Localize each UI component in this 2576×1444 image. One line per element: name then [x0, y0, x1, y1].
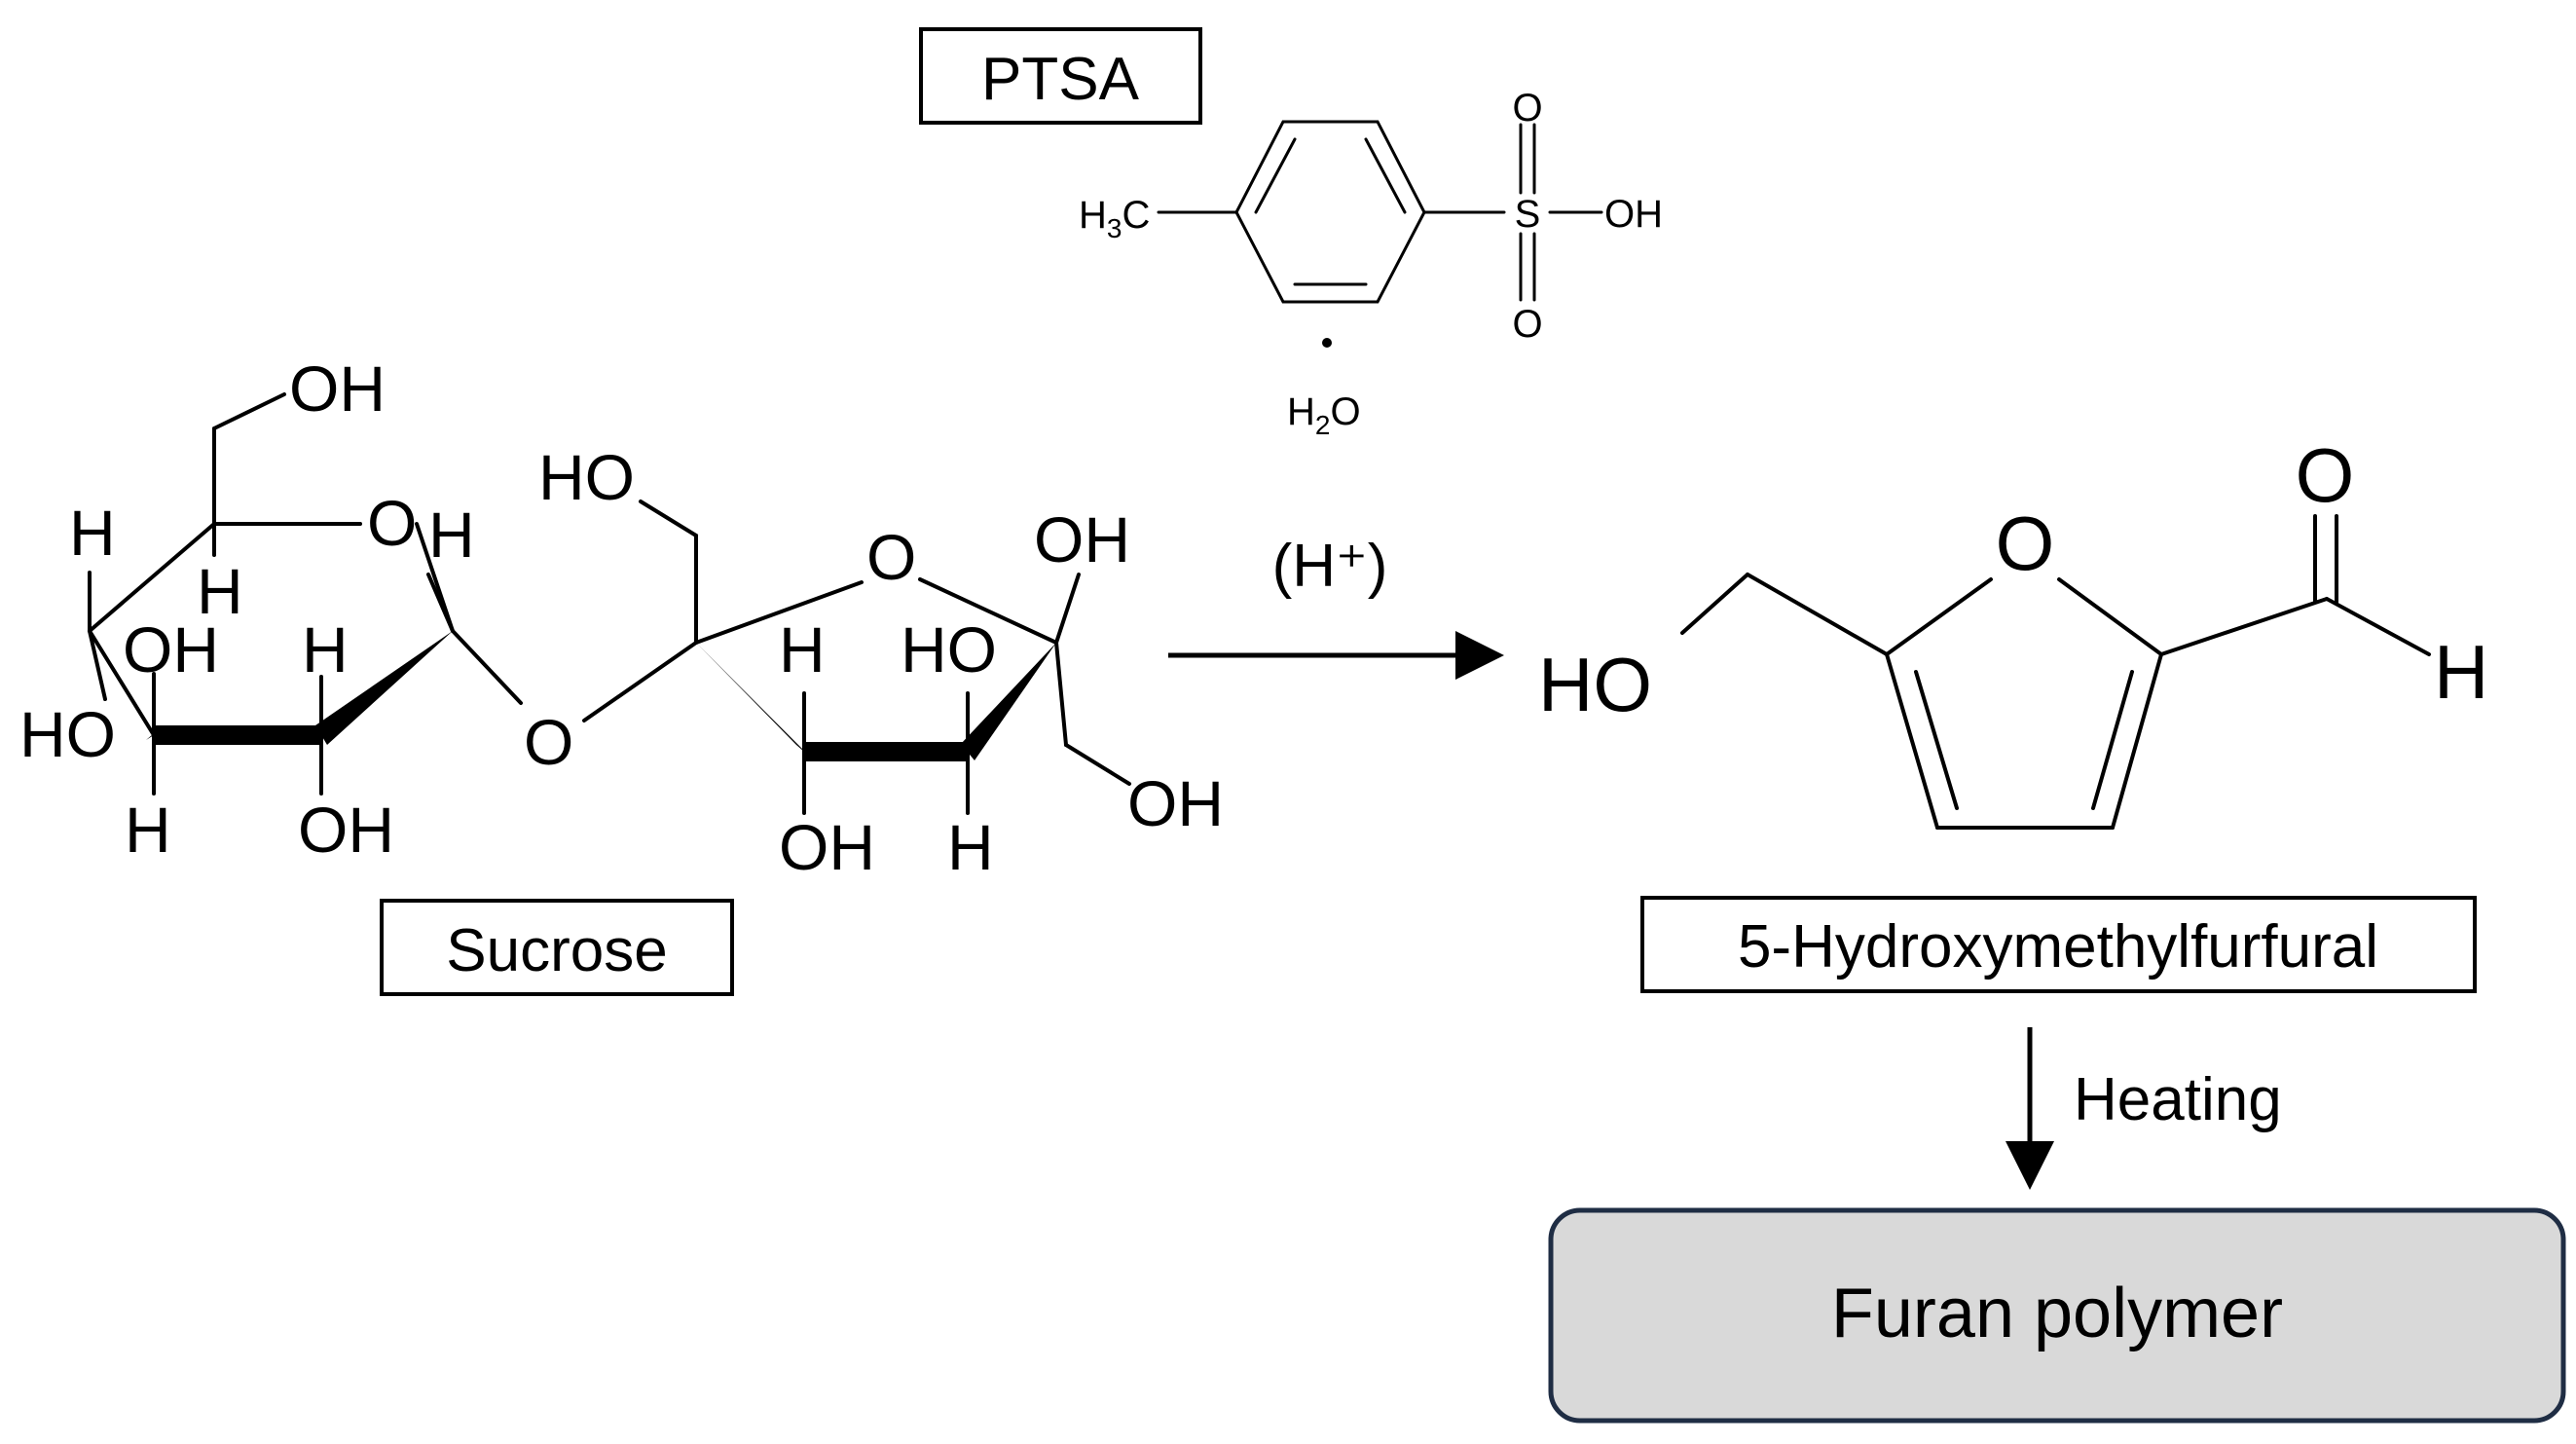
glc-c1-h-label: H	[428, 499, 475, 571]
hmf-ch2-oh-bond	[1680, 573, 1749, 635]
ptsa-catalyst: PTSA H3C S O O OH H2O	[919, 27, 1663, 440]
glc-c4-ho-bond	[88, 629, 107, 701]
hmf-c2-ch2-bond	[1746, 573, 1889, 656]
ptsa-label-box	[919, 27, 1202, 125]
ptsa-benzene-ring	[1234, 120, 1426, 304]
hmf-hydroxyl: HO	[1538, 642, 1652, 727]
glc-c6-oh-bond	[212, 392, 286, 430]
ptsa-label: PTSA	[981, 46, 1140, 113]
sucrose-structure: OH O H H H OH H HO H OH O HO O OH H HO O…	[19, 352, 1224, 883]
product-box	[1548, 1207, 2566, 1424]
glc-c4-c3-bond	[88, 629, 156, 737]
hmf-c2-c3-bond	[1885, 652, 1939, 830]
fru-c4-ho-label: HO	[901, 613, 997, 685]
fru-c1-ho-bond	[639, 500, 698, 537]
fru-ring-o-label: O	[866, 521, 916, 593]
glc-c3-h-label: H	[125, 794, 171, 866]
glc-ring-o-label: O	[367, 487, 417, 559]
ptsa-structure: H3C S O O OH H2O	[1079, 87, 1663, 440]
fru-c4-c5-wedge	[961, 643, 1056, 760]
hmf-label: 5-Hydroxymethylfurfural	[1738, 913, 2378, 981]
ptsa-oxo-top: O	[1512, 87, 1542, 130]
glc-c2-h-label: H	[302, 613, 349, 685]
fru-c2-ringo-bond	[694, 580, 864, 645]
glc-c1-glycosidic-bond	[451, 629, 523, 705]
glc-c5-h-label: H	[197, 555, 243, 627]
fru-c3-oh-label: OH	[779, 811, 875, 883]
glycosidic-o-label: O	[524, 706, 573, 778]
fru-c1-ho-label: HO	[538, 441, 635, 513]
product-label: Furan polymer	[1831, 1275, 2283, 1352]
hmf-ring-o: O	[1996, 500, 2055, 586]
hmf-aldehyde-h: H	[2434, 629, 2488, 715]
hmf-c4-c5-bond	[2111, 652, 2163, 830]
glc-c1-h-bond	[426, 573, 455, 633]
hmf-c4-c5-inner	[2091, 670, 2134, 810]
hmf-c2-ringo-bond	[1885, 577, 1993, 656]
glc-c6-oh-label: OH	[289, 352, 386, 425]
ptsa-oxo-bottom: O	[1512, 303, 1542, 346]
ptsa-inner-bond-2	[1364, 137, 1407, 214]
ptsa-inner-bond-1	[1254, 137, 1297, 214]
glycosidic-fru-bond	[582, 641, 698, 722]
heating-label: Heating	[2074, 1066, 2282, 1133]
fru-c2-c3-wedge	[696, 643, 812, 759]
fru-c5-oh-bond	[1054, 573, 1081, 645]
fru-c6-oh-label: OH	[1127, 767, 1224, 839]
hmf-c2-c3-inner	[1914, 670, 1959, 810]
ptsa-hydrate-dot	[1322, 338, 1332, 348]
fru-ringo-c5-bond	[918, 577, 1058, 645]
hmf-cho-h-bond	[2325, 597, 2431, 656]
hmf-ringo-c5-bond	[2057, 577, 2163, 656]
glc-c4-ho-label: HO	[19, 698, 116, 770]
ptsa-hydroxyl: OH	[1604, 193, 1663, 236]
fru-c2-oh-label: OH	[1034, 503, 1130, 575]
fru-c5-c6-bond	[1054, 641, 1068, 747]
fru-c3-h-label: H	[779, 613, 826, 685]
sucrose-label-box	[380, 899, 734, 996]
acid-condition-label: (H⁺)	[1272, 533, 1388, 600]
fru-c4-h-label: H	[947, 811, 994, 883]
glc-c4-h-label: H	[69, 497, 116, 569]
ptsa-sulfur: S	[1515, 193, 1541, 236]
hmf-c5-cho-bond	[2159, 597, 2329, 656]
hmf-carbonyl-o: O	[2296, 432, 2355, 518]
hmf-label-box	[1640, 896, 2477, 993]
glc-c2-oh-label: OH	[298, 794, 394, 866]
glc-c5-c4-bond	[88, 522, 216, 633]
fru-c6-oh-bond	[1064, 743, 1131, 786]
glc-c3-oh-label: OH	[123, 613, 219, 685]
ptsa-methyl: H3C	[1079, 194, 1150, 243]
glc-c2-c1-wedge	[315, 631, 453, 745]
sucrose-label: Sucrose	[446, 917, 667, 984]
ptsa-water: H2O	[1287, 390, 1361, 440]
hmf-structure: O O HO H	[1538, 432, 2488, 830]
